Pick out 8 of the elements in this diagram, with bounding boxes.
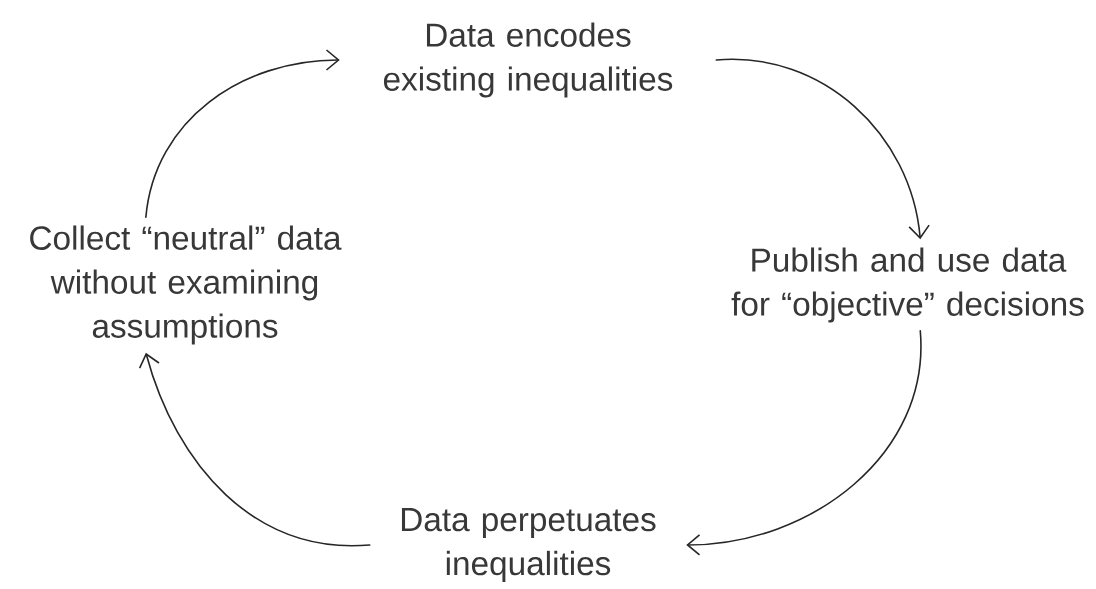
step-text: Collect “neutral” data without examining assumptions bbox=[30, 225, 342, 345]
step-text: Data encodes existing inequalities bbox=[383, 22, 673, 98]
step-text: Data perpetuates inequalities bbox=[401, 508, 656, 582]
step-text: Publish and use data for “objective” decisions bbox=[731, 247, 1084, 323]
curved-arrow bbox=[715, 58, 930, 240]
curved-arrow bbox=[686, 330, 922, 556]
curved-arrow bbox=[138, 352, 371, 547]
curved-arrow bbox=[145, 49, 340, 218]
